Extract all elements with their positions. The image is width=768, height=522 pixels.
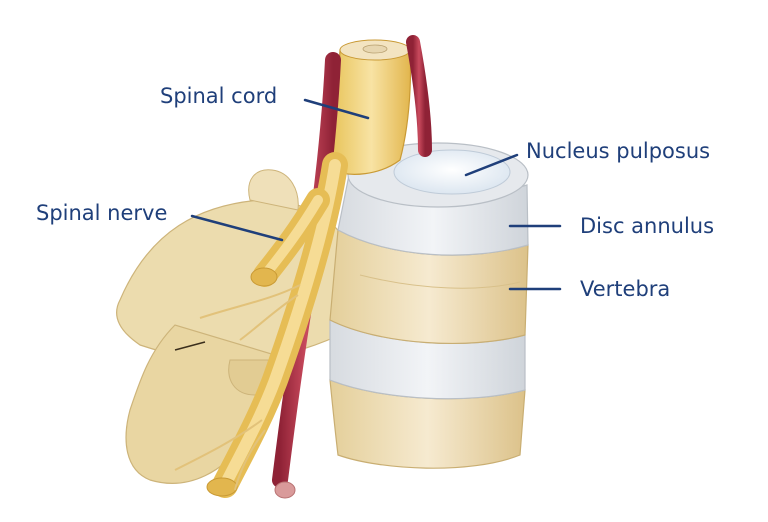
leader-lines <box>190 98 562 291</box>
leader-line-spinal-nerve <box>190 214 284 242</box>
spinal-cord-structures <box>174 35 432 499</box>
leader-line-nucleus-pulposus <box>464 153 519 177</box>
leader-line-spinal-cord <box>303 98 370 120</box>
label-spinal-nerve: Spinal nerve <box>36 201 168 225</box>
label-vertebra: Vertebra <box>580 277 671 301</box>
label-nucleus-pulposus: Nucleus pulposus <box>526 139 711 163</box>
label-spinal-cord: Spinal cord <box>160 84 278 108</box>
vertebral-column <box>329 142 529 469</box>
label-disc-annulus: Disc annulus <box>580 214 715 238</box>
